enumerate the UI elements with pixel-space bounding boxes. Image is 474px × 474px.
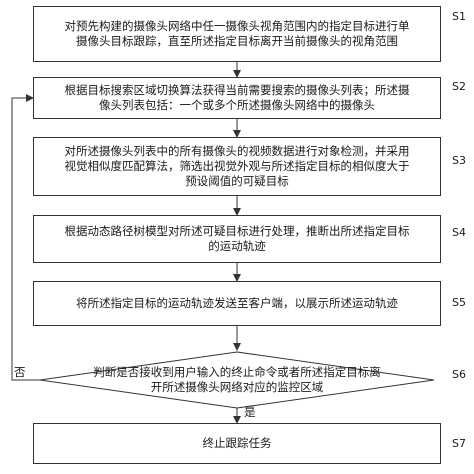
step-label-s1: S1 <box>452 10 466 23</box>
branch-no-label: 否 <box>14 365 26 379</box>
step-s2-line-1: 根据目标搜索区域切换算法获得当前需要搜索的摄像头列表；所述摄 <box>64 83 410 97</box>
step-s6-line-2: 开所述摄像头网络对应的监控区域 <box>150 380 324 394</box>
step-s1-line-1: 对预先构建的摄像头网络中任一摄像头视角范围内的指定目标进行单 <box>64 19 410 33</box>
step-s4-line-2: 的运动轨迹 <box>208 239 266 253</box>
step-s6-line-1: 判断是否接收到用户输入的终止命令或者所述指定目标离 <box>93 365 381 379</box>
step-s1-line-2: 摄像头目标跟踪，直至所述指定目标离开当前摄像头的视角范围 <box>76 34 398 48</box>
step-box-s1: 对预先构建的摄像头网络中任一摄像头视角范围内的指定目标进行单 摄像头目标跟踪，直… <box>33 6 441 62</box>
step-label-s5: S5 <box>452 296 466 309</box>
step-s3-line-3: 预设阈值的可疑目标 <box>185 174 289 188</box>
step-box-s3: 对所述摄像头列表中的所有摄像头的视频数据进行对象检测，并采用 视觉相似度匹配算法… <box>33 137 441 196</box>
branch-yes-label: 是 <box>244 405 256 419</box>
step-label-s7: S7 <box>452 437 466 450</box>
step-label-s3: S3 <box>452 154 466 167</box>
step-s6-text: 判断是否接收到用户输入的终止命令或者所述指定目标离 开所述摄像头网络对应的监控区… <box>70 365 404 395</box>
step-s2-line-2: 像头列表包括：一个或多个所述摄像头网络中的摄像头 <box>99 98 375 112</box>
step-box-s5: 将所述指定目标的运动轨迹发送至客户端，以展示所述运动轨迹 <box>33 281 441 326</box>
step-s3-line-1: 对所述摄像头列表中的所有摄像头的视频数据进行对象检测，并采用 <box>64 144 410 158</box>
step-box-s2: 根据目标搜索区域切换算法获得当前需要搜索的摄像头列表；所述摄 像头列表包括：一个… <box>33 77 441 119</box>
step-s4-line-1: 根据动态路径树模型对所述可疑目标进行处理，推断出所述指定目标 <box>64 224 410 238</box>
step-label-s6: S6 <box>452 368 466 381</box>
loop-back-path <box>11 94 40 381</box>
step-box-s4: 根据动态路径树模型对所述可疑目标进行处理，推断出所述指定目标 的运动轨迹 <box>33 215 441 263</box>
step-label-s4: S4 <box>452 226 466 239</box>
step-label-s2: S2 <box>452 80 466 93</box>
step-s7-line-1: 终止跟踪任务 <box>202 436 272 450</box>
decision-diamond-s6 <box>39 351 435 409</box>
step-s3-line-2: 视觉相似度匹配算法，筛选出视觉外观与所述指定目标的相似度大于 <box>64 159 410 173</box>
step-s5-line-1: 将所述指定目标的运动轨迹发送至客户端，以展示所述运动轨迹 <box>76 296 398 310</box>
step-box-s7: 终止跟踪任务 <box>33 423 441 464</box>
